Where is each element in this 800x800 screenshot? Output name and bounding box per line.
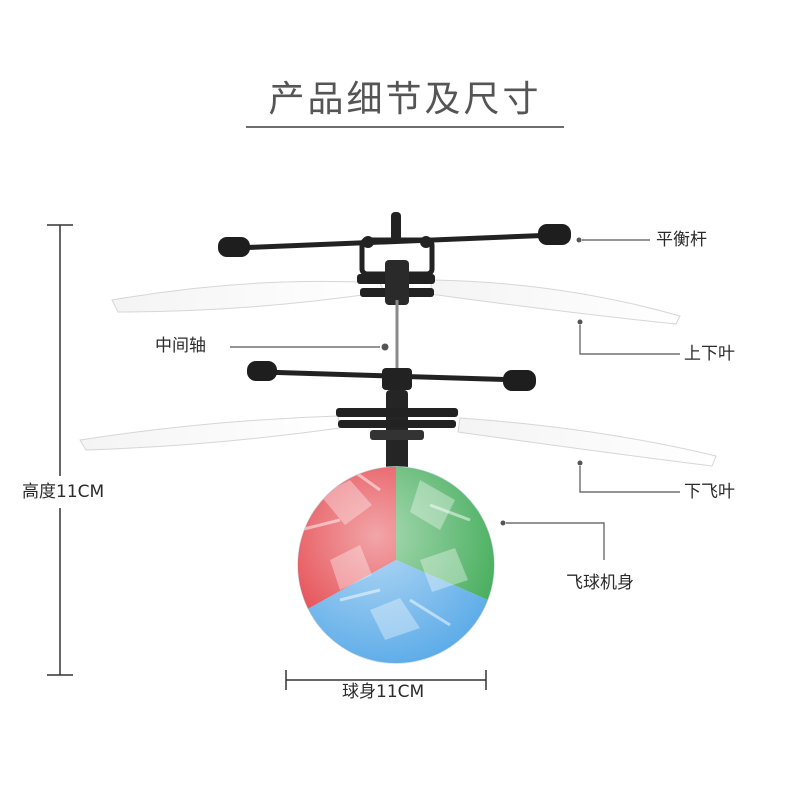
label-ball-body: 飞球机身: [566, 573, 634, 593]
callout-lines: [230, 237, 680, 560]
middle-shaft: [381, 300, 399, 372]
lower-blades: [79, 415, 717, 467]
page-title: 产品细节及尺寸: [268, 79, 542, 120]
label-lower-flying-blade: 下飞叶: [684, 482, 735, 502]
title-underline: [246, 126, 564, 128]
lower-hub: [336, 390, 458, 470]
width-dimension-line: [285, 670, 487, 690]
crystal-ball: [297, 466, 495, 664]
label-upper-lower-blade: 上下叶: [684, 344, 735, 364]
upper-hub: [357, 237, 435, 305]
label-ball-width: 球身11CM: [342, 682, 425, 702]
balance-bar: [218, 212, 571, 257]
label-balance-bar: 平衡杆: [656, 230, 707, 250]
label-middle-shaft: 中间轴: [155, 336, 206, 356]
lower-balance-bar: [247, 361, 536, 391]
label-height: 高度11CM: [22, 482, 105, 502]
height-dimension-line: [47, 224, 73, 676]
